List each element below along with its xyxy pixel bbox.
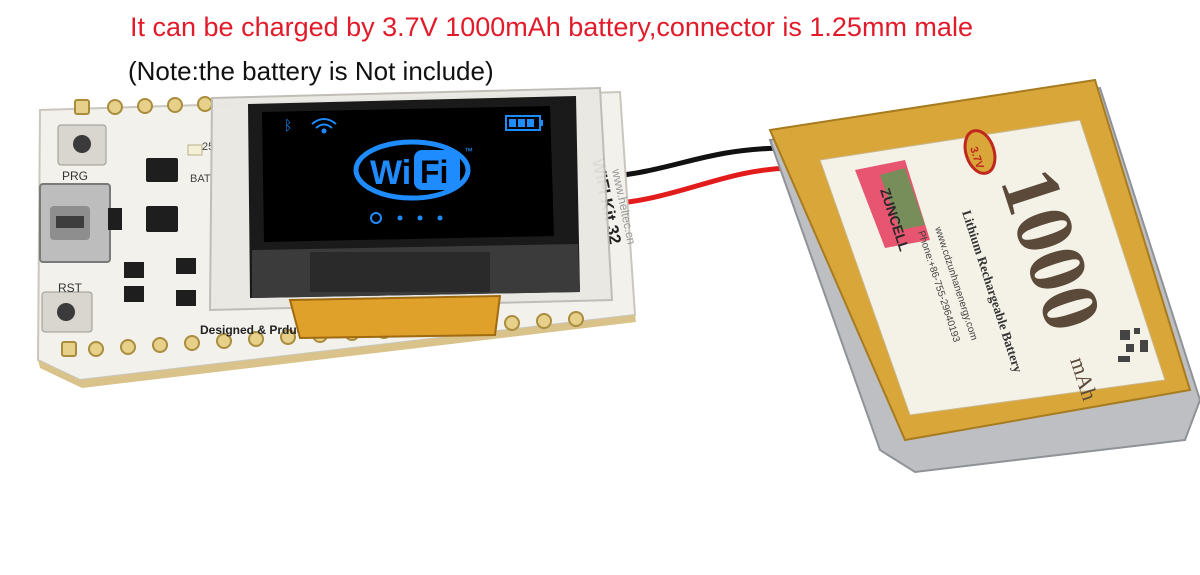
oled-module: ᛒ Wi Fi ™ [208, 86, 614, 340]
pin-header-top [74, 96, 213, 115]
rst-label: RST [58, 281, 83, 295]
voltage-badge: 3.7V [963, 129, 997, 175]
rst-button [41, 291, 93, 333]
usb-connector [39, 183, 111, 263]
wifi-logo-wi: Wi [370, 154, 411, 192]
led-indicator [187, 144, 203, 156]
wifi-logo-fi: Fi [420, 154, 448, 190]
wifi-logo-tm: ™ [464, 146, 473, 156]
wifi-logo-icon: Wi Fi ™ [353, 139, 473, 201]
battery-level-icon [505, 115, 543, 131]
wifi-signal-icon [311, 118, 337, 134]
caption-main: It can be charged by 3.7V 1000mAh batter… [130, 12, 973, 42]
smd-components [108, 158, 196, 306]
pin-label-bat: BAT [190, 173, 211, 185]
oled-screen [262, 106, 554, 242]
prg-label: PRG [62, 169, 88, 183]
bluetooth-icon: ᛒ [284, 117, 292, 133]
loading-indicator [370, 212, 443, 224]
caption-note: (Note:the battery is Not include) [128, 56, 494, 86]
board-credit-label: Designed & Prduced [200, 323, 317, 337]
lipo-battery: 3.7V 1000 mAh Lithium Rechargeable Batte… [768, 78, 1200, 474]
qr-code-icon [1118, 328, 1148, 362]
prg-button [57, 124, 107, 166]
